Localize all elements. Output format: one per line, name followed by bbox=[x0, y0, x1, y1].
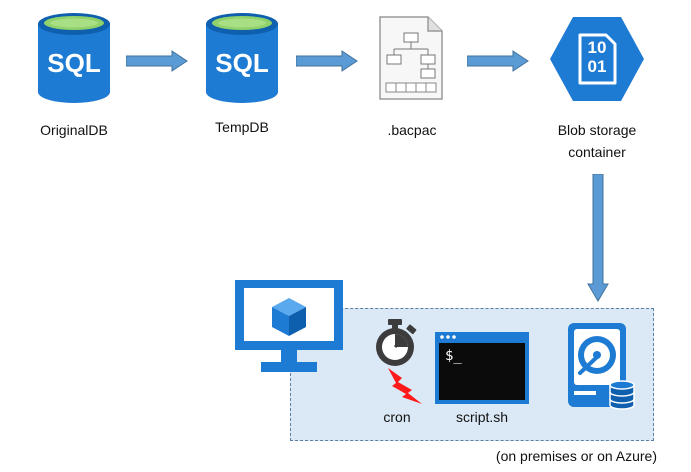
original-db-label: OriginalDB bbox=[40, 122, 108, 138]
blob-storage-icon bbox=[550, 17, 644, 101]
terminal-window-node: $_ bbox=[435, 332, 529, 404]
temp-db-node: SQL bbox=[204, 12, 280, 104]
sql-database-icon bbox=[38, 13, 110, 103]
sql-icon-text: SQL bbox=[47, 48, 101, 78]
arrow-temp-to-bacpac bbox=[296, 50, 358, 72]
binary-text-top: 10 bbox=[587, 38, 607, 57]
temp-db-label: TempDB bbox=[215, 119, 269, 135]
bacpac-label: .bacpac bbox=[387, 122, 437, 138]
stopwatch-icon bbox=[376, 319, 417, 366]
lightning-icon bbox=[388, 368, 422, 404]
sql-icon-text: SQL bbox=[215, 48, 269, 78]
blob-label-line2: container bbox=[568, 144, 626, 160]
hard-disk-icon bbox=[568, 323, 635, 410]
bacpac-file-icon bbox=[379, 16, 443, 100]
sql-database-icon bbox=[206, 13, 278, 103]
terminal-window-icon bbox=[435, 332, 529, 404]
host-caption: (on premises or on Azure) bbox=[495, 448, 657, 464]
original-db-node: SQL bbox=[36, 12, 112, 104]
blob-label-line1: Blob storage bbox=[557, 122, 637, 138]
terminal-prompt: $_ bbox=[445, 348, 462, 364]
vm-monitor-icon bbox=[235, 280, 343, 372]
script-label: script.sh bbox=[455, 409, 509, 425]
arrow-blob-to-host bbox=[587, 174, 609, 302]
cron-label: cron bbox=[383, 409, 411, 425]
arrow-original-to-temp bbox=[126, 50, 188, 72]
blob-storage-node: 10 01 bbox=[549, 16, 645, 102]
binary-text-bottom: 01 bbox=[587, 57, 607, 76]
arrow-bacpac-to-blob bbox=[467, 50, 529, 72]
